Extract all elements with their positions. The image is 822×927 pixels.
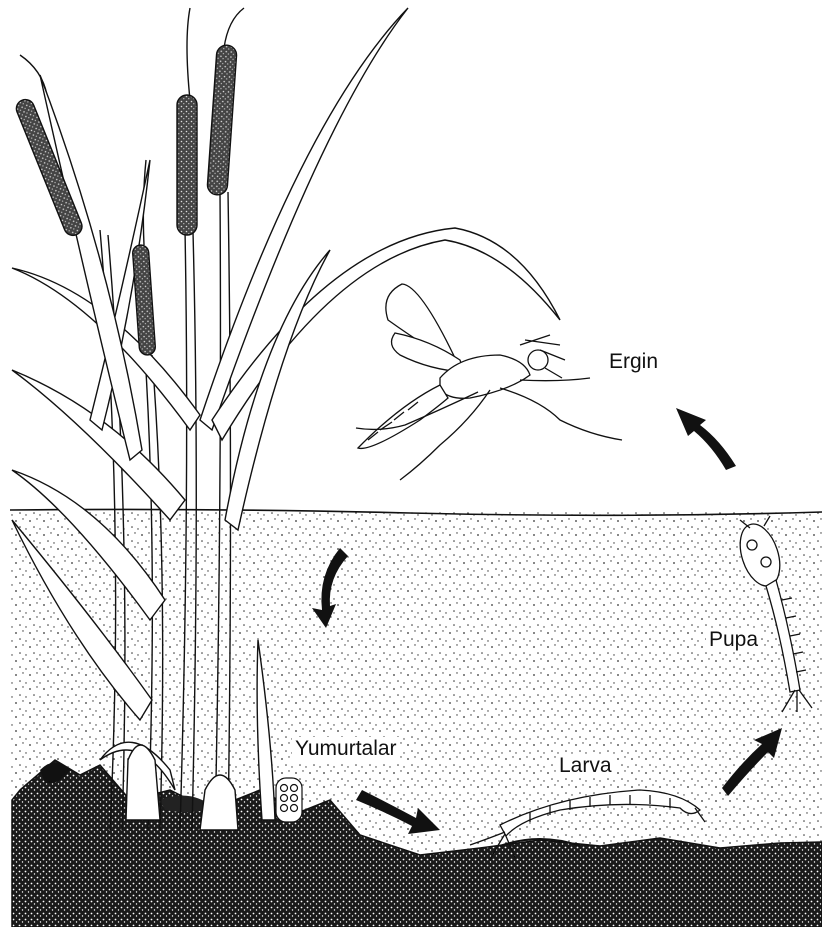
label-eggs: Yumurtalar bbox=[292, 737, 400, 761]
label-adult: Ergin bbox=[606, 350, 661, 374]
egg-raft-icon bbox=[276, 778, 302, 822]
label-larva: Larva bbox=[556, 754, 615, 778]
mosquito-adult-icon bbox=[356, 284, 622, 480]
label-pupa: Pupa bbox=[706, 628, 761, 652]
